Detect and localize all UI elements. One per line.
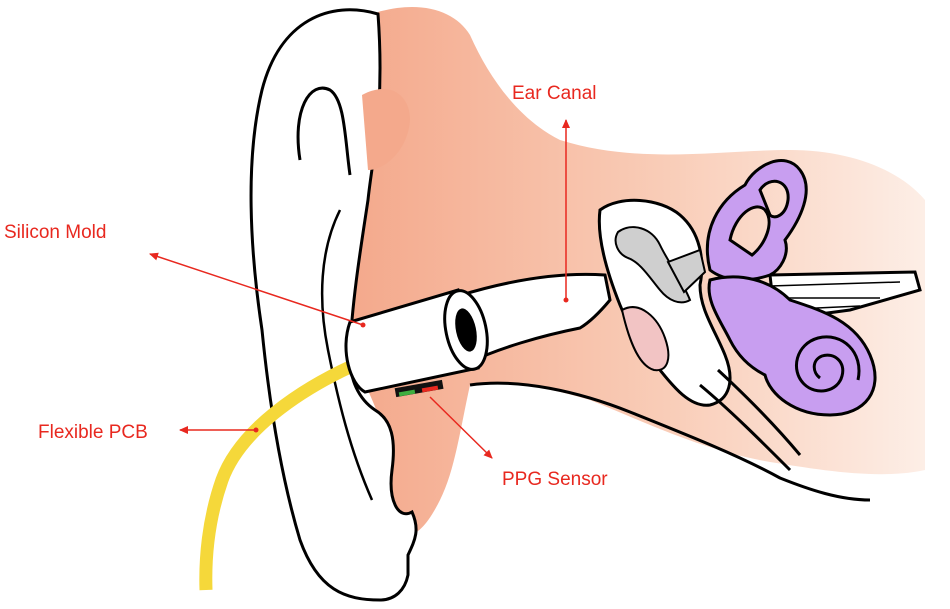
ppg-sensor-red-led <box>421 385 439 393</box>
helix-fold <box>296 86 352 176</box>
silicon-mold-hole <box>455 308 477 352</box>
flexible-pcb-label: Flexible PCB <box>38 422 148 443</box>
ear-canal-tube <box>456 272 612 365</box>
ear-canal-label: Ear Canal <box>512 83 597 104</box>
ear-canal-pointer-dot <box>563 297 569 303</box>
ppg-sensor-pointer <box>429 396 493 459</box>
silicon-mold-pointer <box>149 252 364 326</box>
tragus <box>362 89 410 170</box>
silicon-mold-label: Silicon Mold <box>4 222 107 243</box>
cochlea-spiral <box>795 335 861 393</box>
incus <box>666 248 707 294</box>
silicon-mold-pointer-dot <box>360 322 366 328</box>
outer-ear <box>249 8 418 602</box>
eustachian-tube <box>699 368 802 472</box>
eardrum <box>620 306 670 372</box>
flexible-pcb-pointer-dot <box>253 427 259 433</box>
ppg-sensor-green-led <box>398 389 416 397</box>
flexible-pcb <box>199 360 355 591</box>
ossicles <box>614 226 692 304</box>
antihelix <box>320 209 374 501</box>
cochlea <box>707 275 877 417</box>
ppg-sensor-label: PPG Sensor <box>502 469 608 490</box>
canal-lower-wall <box>469 381 871 502</box>
semicircular-canals <box>705 159 808 282</box>
